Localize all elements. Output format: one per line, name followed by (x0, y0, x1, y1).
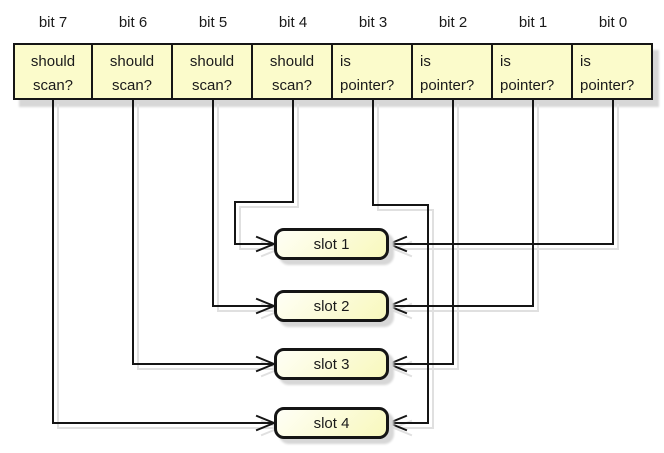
bit2-label: bit 2 (438, 14, 468, 31)
bit6-label: bit 6 (118, 14, 148, 31)
slot-1-label: slot 1 (313, 235, 350, 253)
slot-4-box: slot 4 (274, 407, 389, 439)
bit4-box: should scan? (253, 43, 333, 100)
connector-shadows (57, 104, 619, 437)
arrowhead-slot2-right (386, 297, 408, 315)
bit0-label: bit 0 (598, 14, 628, 31)
connector-bit2-slot3 (388, 99, 454, 365)
connector-bit1-slot2 (388, 99, 534, 307)
bit7-label: bit 7 (38, 14, 68, 31)
arrowhead-slot1-left (255, 235, 277, 253)
arrowhead-slot3-right (386, 355, 408, 373)
arrowhead-slot4-right (386, 414, 408, 432)
connector-bit4-slot1 (234, 99, 294, 245)
connector-bit0-slot1 (388, 99, 614, 245)
slot-3-label: slot 3 (313, 355, 350, 373)
bit-labels-row: bit 7 bit 6 bit 5 bit 4 bit 3 bit 2 bit … (13, 13, 653, 33)
bit-boxes-row: should scan? should scan? should scan? s… (13, 43, 653, 100)
connectors (52, 99, 614, 432)
slot-2-label: slot 2 (313, 297, 350, 315)
connector-bit6-slot3 (132, 99, 275, 365)
bit0-box: is pointer? (573, 43, 653, 100)
slot-4-label: slot 4 (313, 414, 350, 432)
slot-1-box: slot 1 (274, 228, 389, 260)
slot-2-box: slot 2 (274, 290, 389, 322)
bit3-label: bit 3 (358, 14, 388, 31)
connector-bit5-slot2 (212, 99, 275, 307)
slot-3-box: slot 3 (274, 348, 389, 380)
arrowhead-slot1-right (386, 235, 408, 253)
bit6-box: should scan? (93, 43, 173, 100)
bit5-label: bit 5 (198, 14, 228, 31)
arrowhead-slot2-left (255, 297, 277, 315)
bit3-box: is pointer? (333, 43, 413, 100)
bit2-box: is pointer? (413, 43, 493, 100)
bit4-label: bit 4 (278, 14, 308, 31)
arrowhead-slot4-left (255, 414, 277, 432)
bit5-box: should scan? (173, 43, 253, 100)
bit1-box: is pointer? (493, 43, 573, 100)
bit7-box: should scan? (13, 43, 93, 100)
arrowhead-slot3-left (255, 355, 277, 373)
connector-bit7-slot4 (52, 99, 275, 424)
bit1-label: bit 1 (518, 14, 548, 31)
